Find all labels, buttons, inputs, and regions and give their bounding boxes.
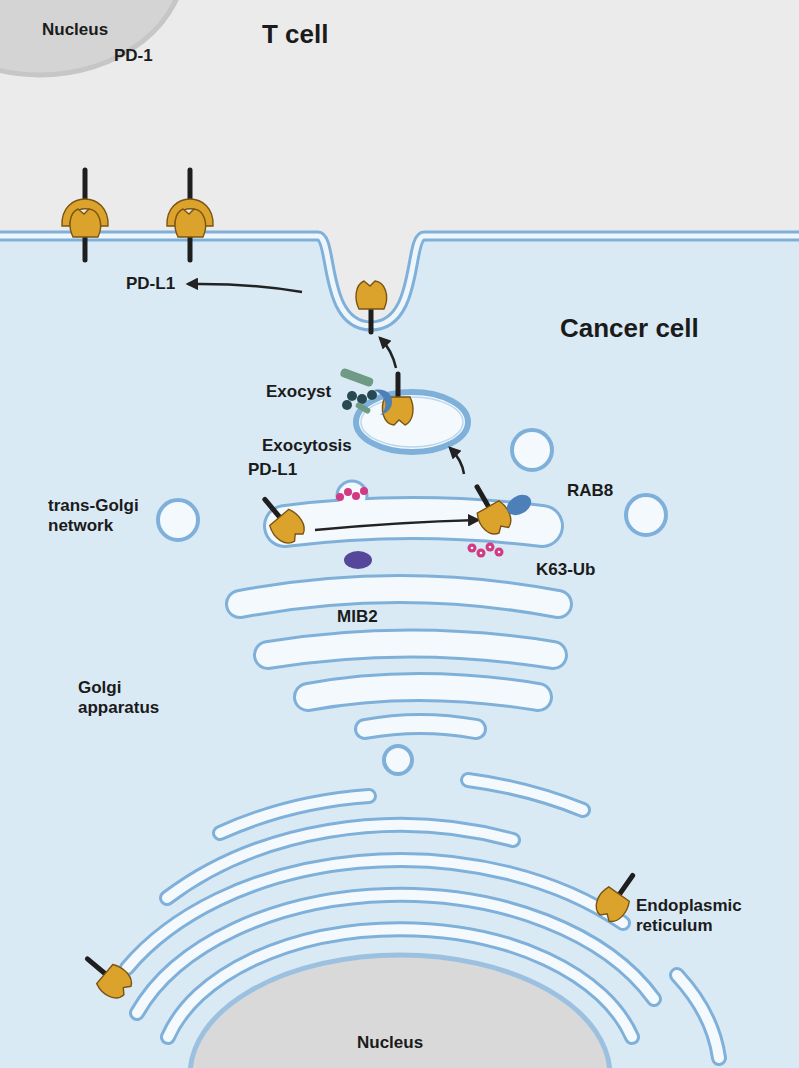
ubiquitin-chain — [498, 551, 501, 554]
pdl1-protein — [253, 490, 309, 549]
exocyst-complex — [374, 390, 392, 415]
transport-vesicle — [158, 500, 198, 540]
pd1-pdl1-pair — [175, 209, 206, 260]
ubiquitin-chain — [486, 543, 495, 552]
rab8-protein — [503, 491, 535, 520]
cell-name: T cell — [262, 20, 328, 50]
exocyst-complex — [357, 394, 367, 404]
golgi-stack — [268, 644, 553, 656]
nucleus: Nucleus — [190, 955, 610, 1068]
ubiquitin-chain — [471, 547, 474, 550]
transport-arrow — [380, 338, 396, 368]
exocytic-vesicle — [356, 374, 468, 452]
exocyst-complex — [347, 391, 357, 401]
cell-region: T cell Nucleus — [0, 0, 799, 236]
part-label: PD-1 — [114, 46, 153, 66]
mib2-protein — [344, 551, 372, 569]
ubiquitin-chain — [495, 548, 504, 557]
golgi-stack — [365, 724, 476, 729]
endoplasmic-reticulum — [677, 975, 719, 1058]
part-label: MIB2 — [337, 607, 378, 627]
transport-vesicle — [384, 746, 412, 774]
golgi-stack — [308, 687, 538, 697]
ubiquitin-chain — [489, 546, 492, 549]
plasma-membrane — [0, 236, 799, 326]
exocyst-complex — [339, 367, 374, 387]
golgi-stack — [268, 644, 553, 656]
ubiquitin-chain — [352, 492, 360, 500]
ubiquitin-chain — [336, 487, 504, 558]
plasma-membrane — [0, 236, 799, 326]
plasma-membrane — [0, 236, 799, 326]
cell-name: Cancer cell — [560, 314, 699, 344]
transport-vesicle — [512, 430, 552, 470]
pd1-pdl1-pair — [70, 209, 101, 260]
ubiquitin-chain — [360, 487, 368, 495]
golgi-stack — [240, 589, 558, 604]
ubiquitin-chain — [344, 488, 352, 496]
pdl1-protein — [77, 947, 136, 1003]
nucleus-outline — [0, 0, 185, 75]
part-label: Exocytosis — [262, 436, 352, 456]
endoplasmic-reticulum — [468, 780, 583, 810]
ubiquitin-chain — [477, 549, 486, 558]
exocyst-complex — [367, 390, 377, 400]
ubiquitin-chain — [468, 544, 477, 553]
cell-region: Cancer cellNucleus — [0, 236, 799, 1068]
part-label: trans-Golgi network — [48, 496, 160, 537]
part-label: PD-L1 — [248, 460, 297, 480]
part-label: PD-L1 — [126, 274, 175, 294]
pointer-arrow — [188, 284, 302, 292]
endoplasmic-reticulum — [220, 796, 369, 833]
transport-vesicle — [626, 495, 666, 535]
exocyst-complex — [355, 401, 372, 414]
endoplasmic-reticulum — [468, 780, 583, 810]
ubiquitin-chain — [336, 493, 344, 501]
transport-arrow — [450, 448, 464, 474]
part-label: K63-Ub — [536, 560, 596, 580]
endoplasmic-reticulum — [677, 975, 719, 1058]
golgi-stack — [308, 687, 538, 697]
transport-vesicle — [158, 430, 666, 774]
endoplasmic-reticulum — [220, 796, 369, 833]
golgi-stack — [365, 724, 476, 729]
sorting-arrow — [315, 520, 478, 530]
ubiquitin-chain — [480, 552, 483, 555]
pd1-pdl1-pair — [62, 170, 213, 260]
nucleus: Nucleus — [0, 0, 185, 75]
t-cell-ground — [0, 0, 799, 326]
nucleus-label: Nucleus — [42, 20, 108, 40]
nucleus-outline — [190, 955, 610, 1068]
nucleus-label: Nucleus — [357, 1033, 423, 1053]
exocyst-complex — [342, 400, 352, 410]
exocyst-complex — [339, 367, 392, 415]
part-label: RAB8 — [567, 481, 613, 501]
part-label: Exocyst — [266, 382, 331, 402]
golgi-stack — [240, 589, 558, 604]
part-label: Golgi apparatus — [78, 678, 176, 719]
pdl1-protein — [356, 281, 387, 332]
part-label: Endoplasmic reticulum — [636, 896, 758, 937]
